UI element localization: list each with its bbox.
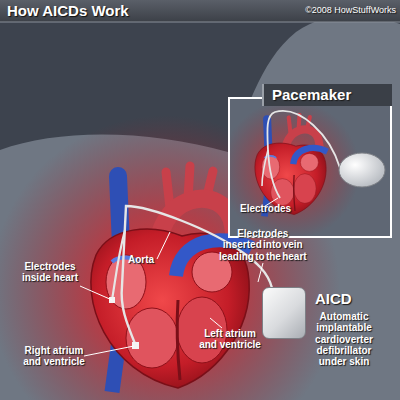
inset-heading: Pacemaker [262,84,392,106]
title-bar-rule [0,22,400,23]
device-heading: AICD [315,291,352,308]
pacemaker-device [339,153,385,187]
inset-glow [228,97,392,238]
part-label: Electrodes inserted into vein leading to… [218,228,308,262]
diagram-title: How AICDs Work [7,2,129,20]
electrode-tip [132,342,139,349]
leader-line [84,346,134,356]
part-label: Right atrium and ventricle [22,345,86,368]
leader-line [210,318,222,328]
part-label: Electrodes inside heart [20,261,80,284]
aicd-lead-wire [112,230,125,300]
leader-line [80,286,112,300]
part-label: Electrodes [240,203,291,214]
inset-box: PacemakerElectrodes [228,97,392,238]
pacemaker-lead-wire [262,150,268,186]
pacemaker-lead-wire [267,111,340,198]
leader-line [157,232,170,259]
copyright-note: ©2008 HowStuffWorks [300,5,396,15]
inset-heart-illustration [255,115,328,217]
septum [177,300,180,380]
device-box: AICDAutomatic implantable cardioverter d… [262,287,306,339]
inset-background [228,97,392,238]
title-bar [0,0,400,22]
part-label: Aorta [128,254,154,265]
leader-line [258,263,263,282]
device-description: Automatic implantable cardioverter defib… [312,311,376,367]
part-label: Left atrium and ventricle [198,328,262,351]
